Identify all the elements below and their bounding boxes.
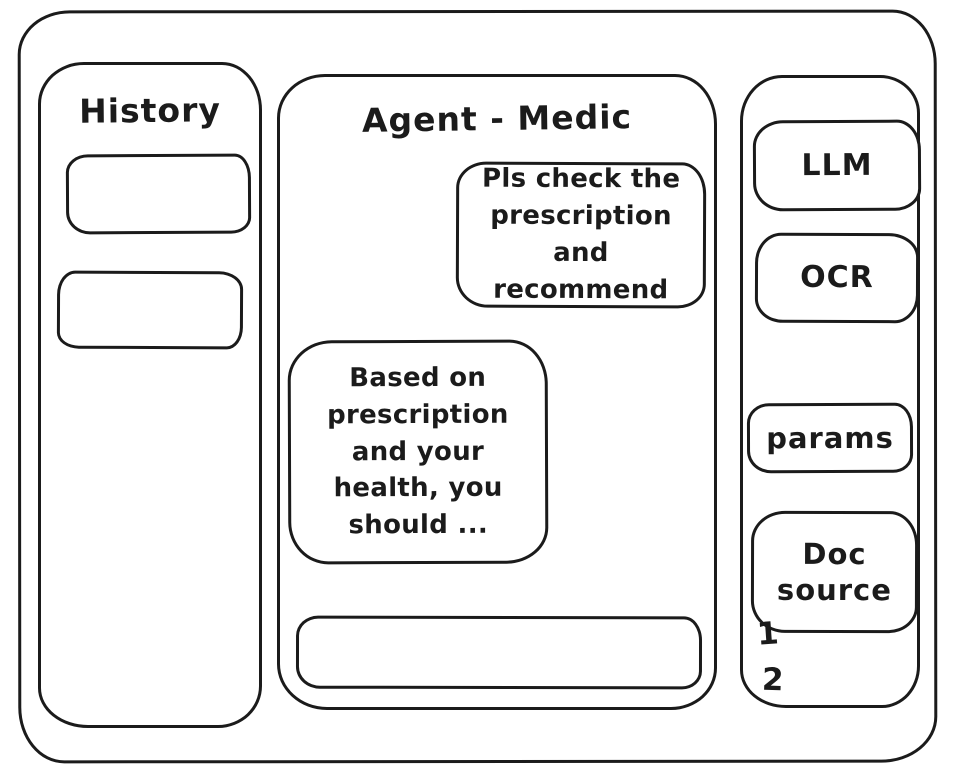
agent-message-bubble: Based on prescription and your health, y… [287,339,549,565]
ocr-button[interactable]: OCR [754,232,920,324]
chat-panel: Agent - Medic Pls check the prescription… [277,74,717,710]
history-entry-1[interactable] [65,153,252,235]
doc-source-item-2[interactable]: 2 [761,661,785,699]
history-panel: History [38,62,262,728]
tools-panel: LLM OCR params Doc source 1 2 [740,75,922,708]
params-button[interactable]: params [746,402,914,474]
chat-title: Agent - Medic [361,97,633,140]
doc-source-item-1[interactable]: 1 [755,615,780,653]
history-title: History [78,90,222,131]
chat-input[interactable] [295,615,703,690]
user-message-text: Pls check the prescription and recommend [482,163,681,306]
llm-button[interactable]: LLM [752,119,922,212]
agent-message-text: Based on prescription and your health, y… [327,362,509,541]
user-message-bubble: Pls check the prescription and recommend [455,161,707,309]
history-entry-2[interactable] [56,270,244,350]
